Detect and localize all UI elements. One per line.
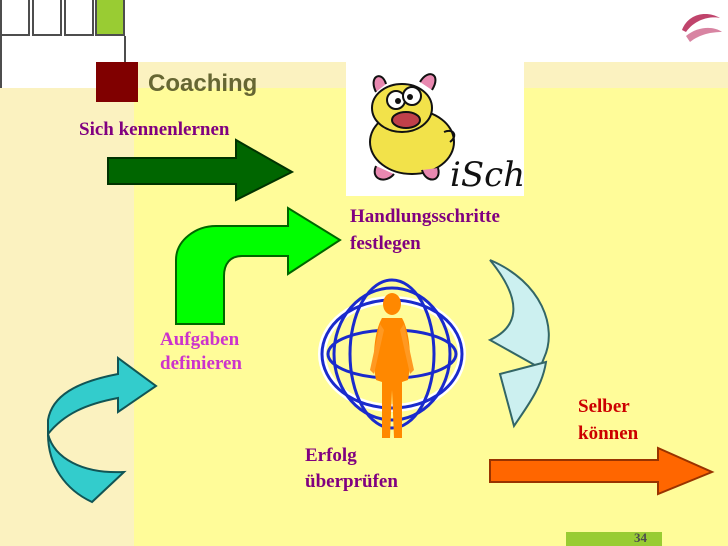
window-square-3 <box>64 0 94 36</box>
page-number: 34 <box>634 530 647 545</box>
cartoon-isch-image: iSch <box>346 62 524 196</box>
title-square <box>96 62 138 102</box>
arrow-light-blue-icon <box>487 259 550 429</box>
arrow-light-green-icon <box>175 206 342 325</box>
step-selber-line2: können <box>578 423 639 444</box>
step-handlungsschritte-line1: Handlungsschritte <box>350 206 500 227</box>
step-sich-kennenlernen: Sich kennenlernen <box>79 119 230 140</box>
human-figure-orbits-image <box>318 278 466 438</box>
arrow-orange-icon <box>489 446 715 496</box>
arrow-teal-icon <box>47 356 158 504</box>
window-square-green <box>95 0 125 36</box>
step-aufgaben-line1: Aufgaben <box>160 329 240 350</box>
window-square-1 <box>0 0 30 36</box>
window-square-2 <box>32 0 62 36</box>
step-erfolg-line1: Erfolg <box>305 445 357 466</box>
step-handlungsschritte-line2: festlegen <box>350 233 421 254</box>
page-number-badge <box>566 532 662 546</box>
page-title: Coaching <box>148 70 258 97</box>
step-selber-line1: Selber <box>578 396 630 417</box>
cartoon-isch-text: iSch <box>450 155 524 195</box>
step-erfolg-line2: überprüfen <box>305 471 398 492</box>
arrow-dark-green-icon <box>107 138 295 202</box>
logo-icon <box>682 14 722 42</box>
step-aufgaben-line2: definieren <box>160 353 242 374</box>
